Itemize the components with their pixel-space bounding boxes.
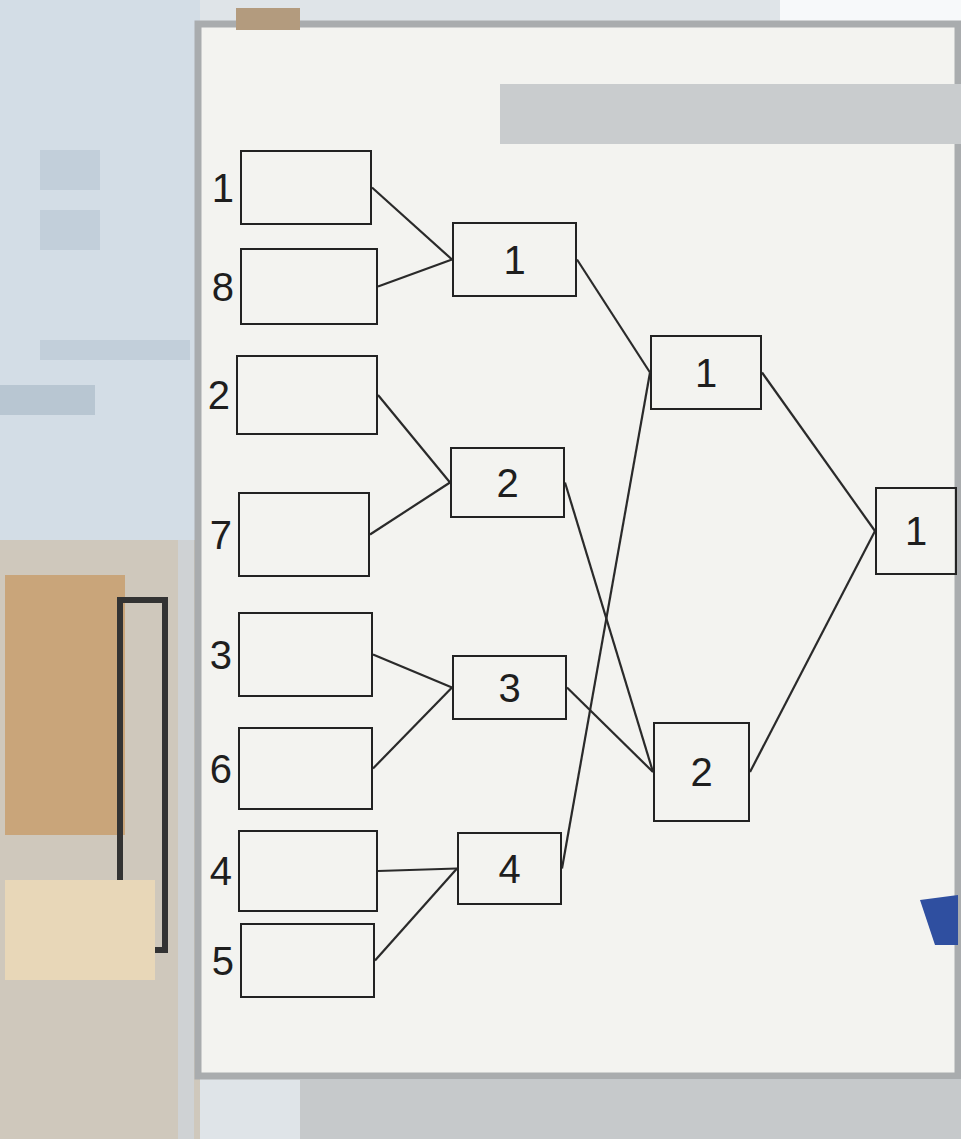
table-area xyxy=(0,540,200,1139)
seed-box: 8 xyxy=(240,248,378,325)
match-number: 2 xyxy=(690,752,712,792)
match-box: 1 xyxy=(650,335,762,410)
bracket-line xyxy=(567,688,653,773)
match-number: 3 xyxy=(498,668,520,708)
bracket-line xyxy=(565,483,653,773)
seed-number: 2 xyxy=(208,375,230,415)
seed-box: 3 xyxy=(238,612,373,697)
bracket-line xyxy=(378,395,450,483)
seed-box: 5 xyxy=(240,923,375,998)
bracket-line xyxy=(577,260,650,373)
match-box: 1 xyxy=(875,487,957,575)
match-box: 1 xyxy=(452,222,577,297)
match-box: 3 xyxy=(452,655,567,720)
seed-box: 4 xyxy=(238,830,378,912)
match-number: 1 xyxy=(503,240,525,280)
bracket-line xyxy=(378,869,457,872)
magnet-strip xyxy=(500,84,961,144)
bracket-line xyxy=(378,260,452,287)
seed-number: 3 xyxy=(210,635,232,675)
match-box: 2 xyxy=(653,722,750,822)
bracket-line xyxy=(375,869,457,961)
bracket-line xyxy=(372,188,452,260)
seed-number: 7 xyxy=(210,515,232,555)
building-window xyxy=(40,210,100,250)
bracket-line xyxy=(373,688,452,769)
board-stand xyxy=(178,540,194,1139)
whiteboard xyxy=(198,24,958,1076)
building-window xyxy=(0,385,95,415)
seed-number: 8 xyxy=(212,267,234,307)
match-number: 2 xyxy=(496,463,518,503)
window-view xyxy=(0,0,200,540)
seed-number: 6 xyxy=(210,749,232,789)
seed-box: 7 xyxy=(238,492,370,577)
seed-box: 1 xyxy=(240,150,372,225)
tape xyxy=(236,8,300,30)
bracket-line xyxy=(370,483,450,535)
seed-number: 1 xyxy=(212,168,234,208)
building-window xyxy=(40,150,100,190)
building-window xyxy=(40,340,190,360)
marker-tray xyxy=(300,1080,961,1139)
seed-box: 2 xyxy=(236,355,378,435)
bracket-line xyxy=(750,531,875,772)
board-logo xyxy=(920,895,958,945)
match-number: 1 xyxy=(695,353,717,393)
match-number: 1 xyxy=(905,511,927,551)
seed-number: 4 xyxy=(210,851,232,891)
seed-box: 6 xyxy=(238,727,373,810)
match-box: 2 xyxy=(450,447,565,518)
wood-sticks xyxy=(5,880,155,980)
match-number: 4 xyxy=(498,849,520,889)
cardboard-box xyxy=(5,575,125,835)
seed-number: 5 xyxy=(212,941,234,981)
match-box: 4 xyxy=(457,832,562,905)
bracket-line xyxy=(373,655,452,688)
bracket-line xyxy=(762,373,875,532)
